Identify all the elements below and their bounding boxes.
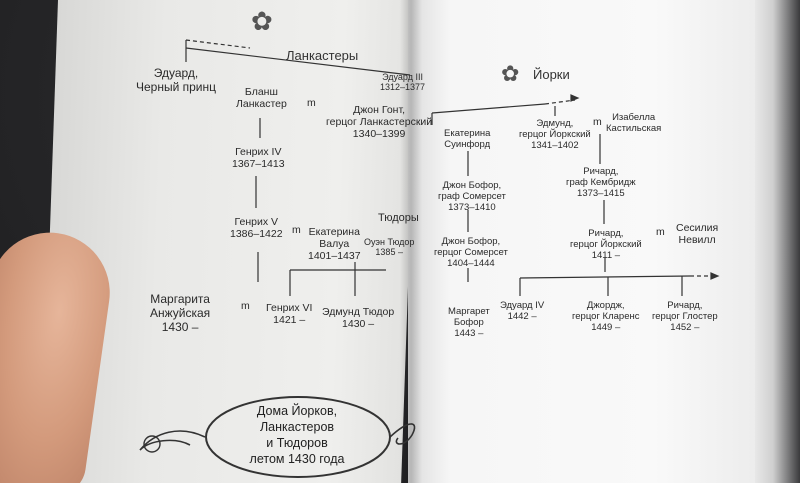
person-edward-black-prince: Эдуард,Черный принц — [136, 66, 217, 94]
marriage-mark: m — [656, 226, 665, 238]
lancaster-emblem-icon: ✿ — [251, 6, 273, 36]
left-page-title: Ланкастеры — [286, 48, 359, 63]
tudors-label: Тюдоры — [378, 212, 419, 224]
right-page-title: Йорки — [533, 67, 570, 82]
book-gutter — [400, 0, 422, 483]
right-page — [408, 0, 760, 483]
york-emblem-icon: ✿ — [501, 61, 520, 86]
marriage-mark: m — [292, 224, 301, 236]
marriage-mark: m — [241, 300, 250, 312]
page-edges — [755, 0, 800, 483]
marriage-mark: m — [593, 116, 602, 128]
marriage-mark: m — [307, 97, 316, 109]
